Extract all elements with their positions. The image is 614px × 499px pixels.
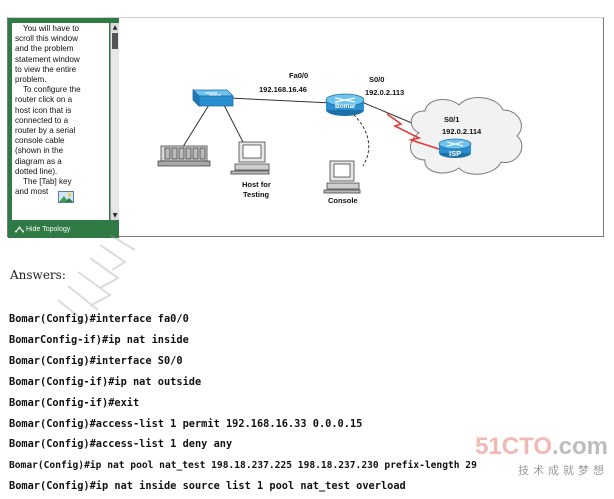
fa-ip-label: 192.168.16.46 (259, 85, 307, 94)
statement-line: to view the entire (15, 64, 77, 74)
statement-line: statement window (15, 54, 80, 64)
hide-topology-button[interactable]: Hide Topology (12, 223, 115, 236)
switch-icon (192, 89, 234, 107)
image-placeholder-icon (58, 191, 74, 203)
command-line: Bomar(Config)#interface S0/0 (9, 355, 183, 367)
command-line: Bomar(Config-if)#ip nat outside (9, 376, 202, 388)
command-line: Bomar(Config-if)#exit (9, 397, 140, 409)
brand-logo-suffix: .com (551, 433, 608, 460)
brand-logo-main: 51CTO (475, 433, 552, 460)
network-links (180, 97, 420, 167)
s1-ip-label: 192.0.2.114 (442, 127, 482, 136)
statement-line: dotted line). (15, 166, 58, 176)
command-line: Bomar(Config)#access-list 1 permit 192.1… (9, 418, 363, 430)
command-line: Bomar(Config)#ip nat pool nat_test 198.1… (9, 460, 477, 471)
scroll-thumb[interactable] (112, 33, 118, 49)
command-line: Bomar(Config)#ip nat inside source list … (9, 480, 406, 492)
statement-line: To configure the (23, 85, 81, 95)
statement-line: You will have to (23, 24, 79, 33)
host-label-line2: Testing (243, 190, 270, 199)
problem-statement-panel: You will have to scroll this window and … (8, 18, 119, 238)
statement-line: problem. (15, 75, 47, 85)
statement-line: The [Tab] key (23, 177, 72, 187)
fa-interface-label: Fa0/0 (289, 71, 309, 80)
command-line: BomarConfig-if)#ip nat inside (9, 334, 189, 346)
server-rack-icon (157, 145, 211, 167)
brand-logo: 51CTO.com (475, 434, 608, 460)
problem-statement-text[interactable]: You will have to scroll this window and … (12, 23, 109, 220)
brand-watermark: 51CTO.com 技术成就梦想 (475, 434, 608, 478)
network-diagram (157, 89, 523, 194)
isp-name-label: ISP (449, 149, 462, 158)
statement-line: host icon that is (15, 105, 72, 115)
command-line: Bomar(Config)#access-list 1 deny any (9, 438, 233, 450)
isp-cloud (410, 97, 523, 175)
statement-line: and most (15, 187, 49, 197)
diagonal-watermark-icon (57, 234, 136, 323)
statement-line: console cable (15, 136, 65, 146)
hide-topology-label: Hide Topology (26, 226, 71, 233)
console-pc-icon (323, 160, 361, 194)
host-label-line1: Host for (242, 180, 271, 189)
statement-scrollbar[interactable]: ▲ ▼ (110, 23, 119, 220)
console-label: Console (328, 196, 358, 205)
serial-link (386, 113, 446, 152)
answers-heading: Answers: (10, 268, 66, 282)
statement-line: connected to a (15, 115, 69, 125)
statement-line: (shown in the (15, 146, 64, 156)
s1-interface-label: S0/1 (444, 115, 460, 124)
scroll-down-arrow-icon[interactable]: ▼ (111, 211, 119, 220)
topology-icon (15, 226, 24, 233)
s0-interface-label: S0/0 (369, 75, 385, 84)
isp-router-icon (438, 138, 472, 158)
router-icon (325, 93, 365, 116)
s0-ip-label: 192.0.2.113 (365, 88, 405, 97)
statement-line: router by a serial (15, 126, 76, 136)
statement-line: router click on a (15, 95, 73, 105)
scroll-up-arrow-icon[interactable]: ▲ (111, 23, 119, 32)
topology-figure: You will have to scroll this window and … (7, 17, 604, 238)
router-name-label: Bomar (335, 103, 356, 110)
host-pc-icon (230, 141, 270, 175)
command-line: Bomar(Config)#interface fa0/0 (9, 313, 189, 325)
statement-line: diagram as a (15, 156, 62, 166)
brand-slogan: 技术成就梦想 (518, 464, 608, 477)
statement-line: scroll this window (15, 34, 78, 44)
statement-line: and the problem (15, 44, 74, 54)
